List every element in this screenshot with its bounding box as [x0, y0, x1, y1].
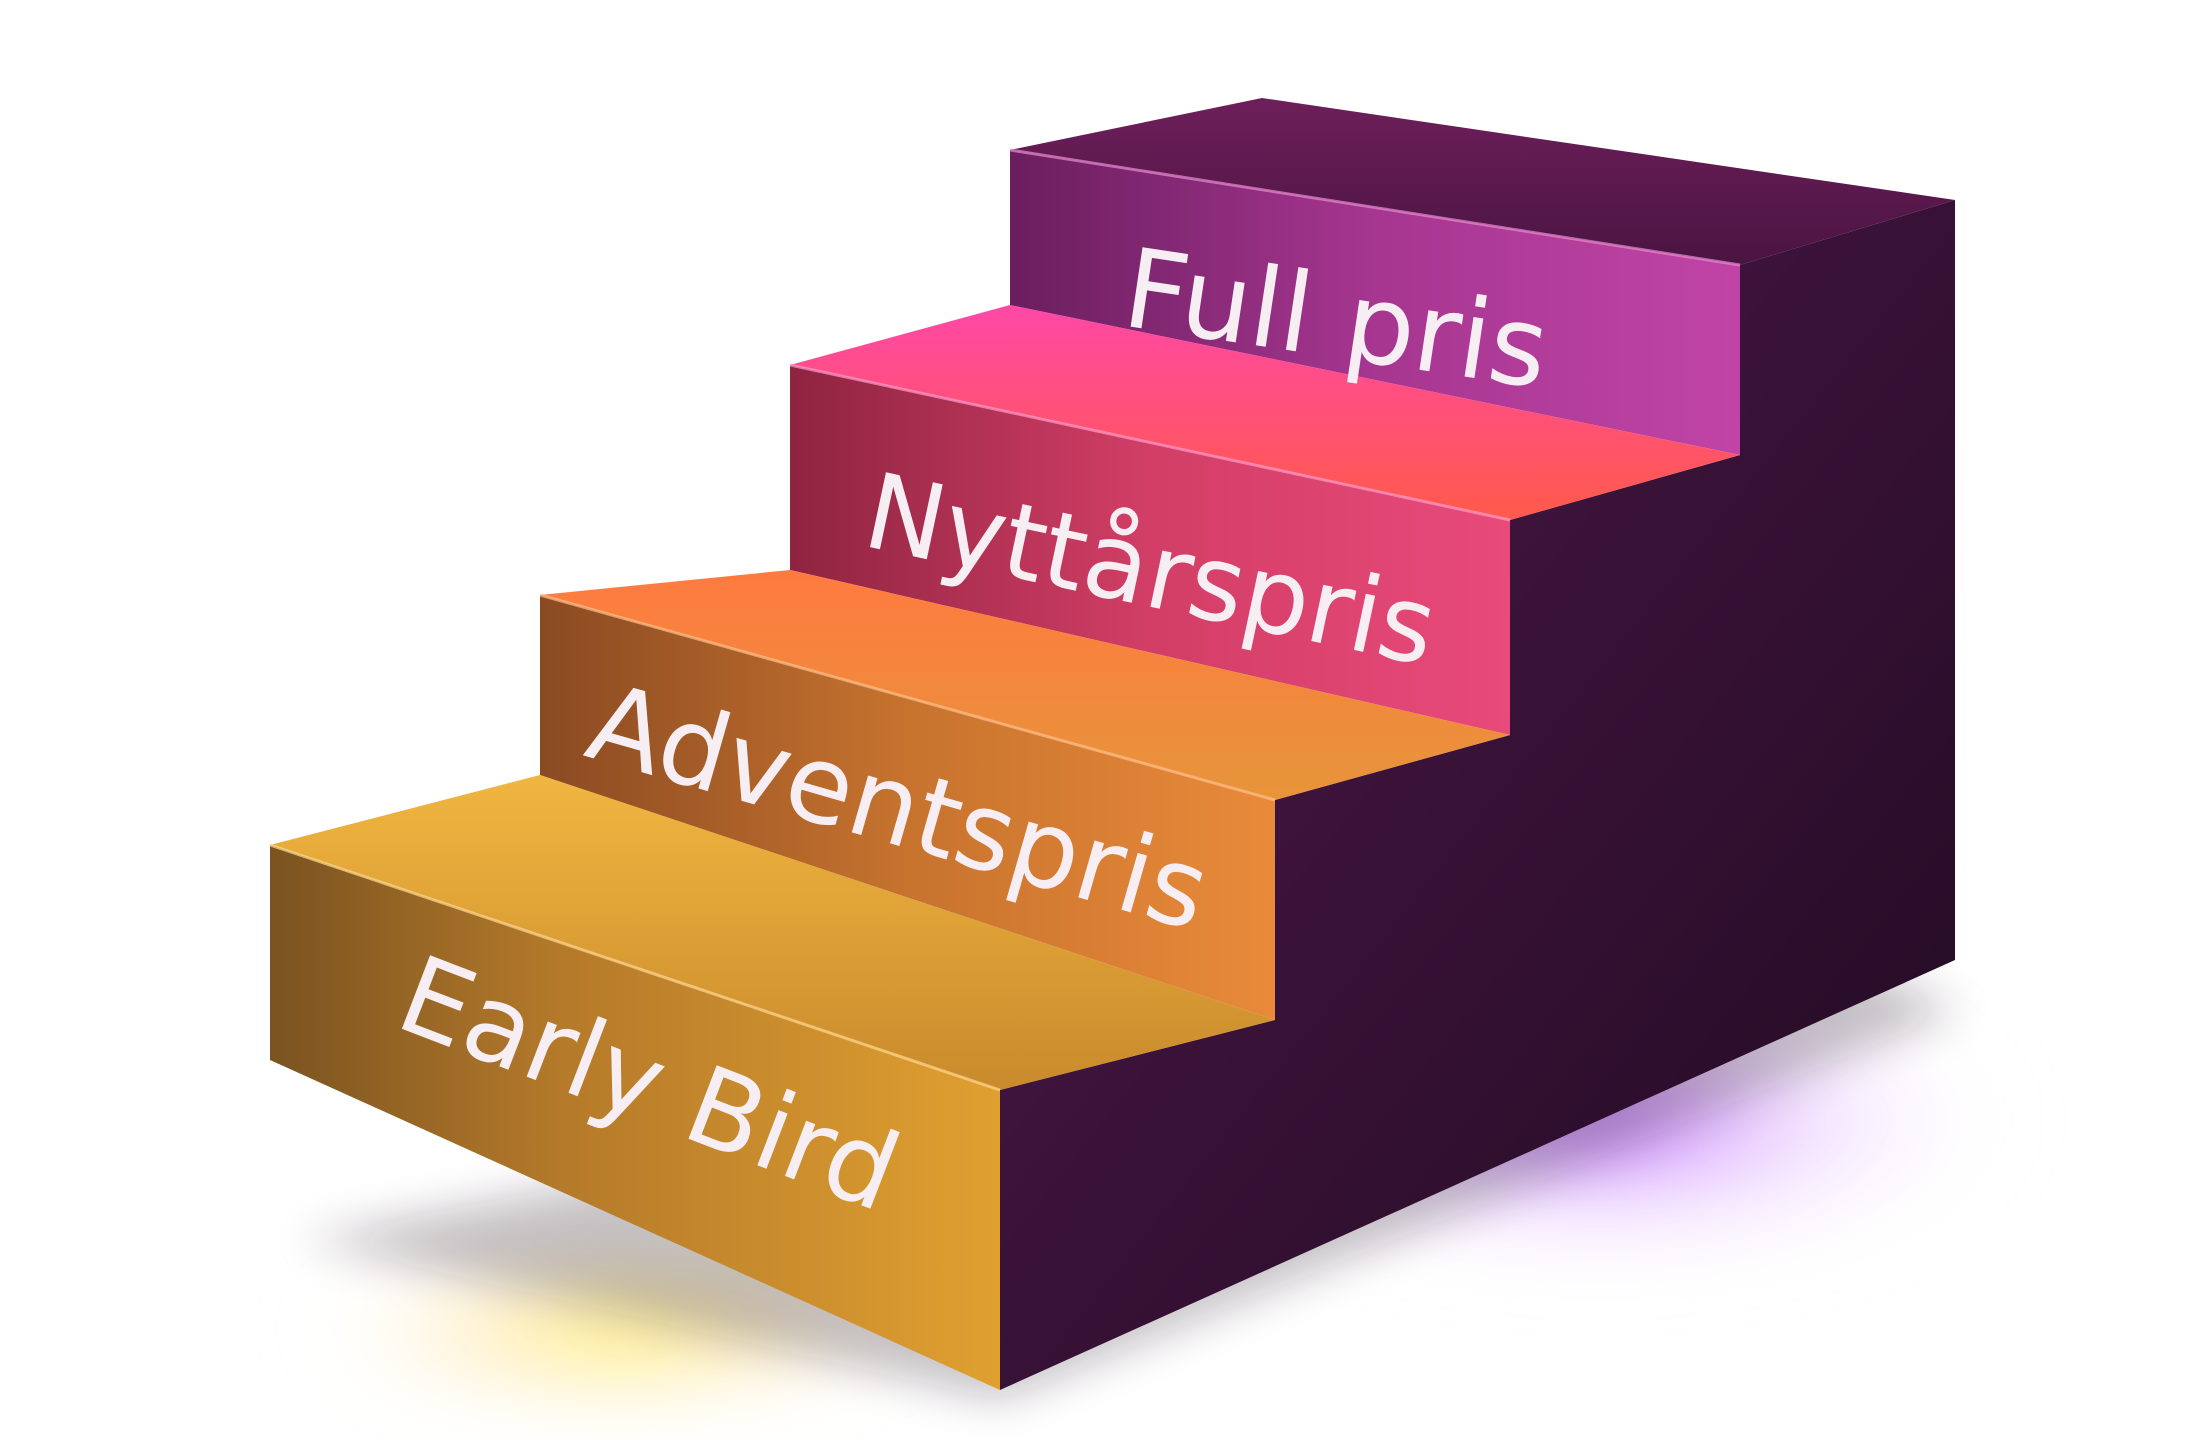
step-full-pris [790, 148, 1741, 520]
stairs-side-block [1000, 200, 1955, 1390]
step-early-bird [269, 843, 1001, 1390]
step-nyttarspris [540, 363, 1511, 800]
stairs-back-top [1010, 98, 1955, 265]
step-adventspris [270, 593, 1276, 1090]
